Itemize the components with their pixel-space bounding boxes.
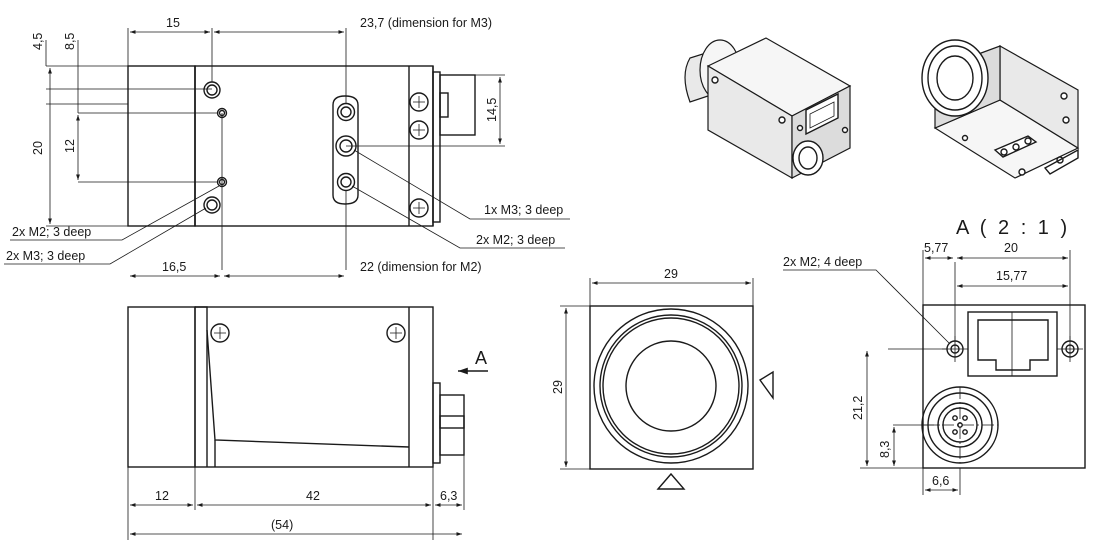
dim-54: (54) xyxy=(271,518,293,532)
callout-2x-m3-left: 2x M3; 3 deep xyxy=(6,249,85,263)
dim-8-3: 8,3 xyxy=(878,441,892,458)
side-view: A 12 42 6,3 (54) xyxy=(127,306,488,540)
top-view: 15 23,7 (dimension for M3) 4,5 8,5 20 12… xyxy=(4,16,570,278)
callout-1x-m3: 1x M3; 3 deep xyxy=(484,203,563,217)
dim-42: 42 xyxy=(306,489,320,503)
dim-8-5: 8,5 xyxy=(63,33,77,50)
dim-22: 22 (dimension for M2) xyxy=(360,260,482,274)
callout-2x-m2-left: 2x M2; 3 deep xyxy=(12,225,91,239)
dim-12-side: 12 xyxy=(155,489,169,503)
callout-2x-m2-right: 2x M2; 3 deep xyxy=(476,233,555,247)
dim-15: 15 xyxy=(166,16,180,30)
dim-6-6: 6,6 xyxy=(932,474,949,488)
dim-5-77: 5,77 xyxy=(924,241,948,255)
dim-20-detail: 20 xyxy=(1004,241,1018,255)
dim-23-7: 23,7 (dimension for M3) xyxy=(360,16,492,30)
dim-6-3: 6,3 xyxy=(440,489,457,503)
isometric-view-rear xyxy=(684,37,852,180)
dim-14-5: 14,5 xyxy=(485,98,499,122)
dim-front-width: 29 xyxy=(664,267,678,281)
dim-12-left: 12 xyxy=(63,139,77,153)
dim-front-height: 29 xyxy=(551,380,565,394)
dim-21-2: 21,2 xyxy=(851,396,865,420)
front-view: 29 29 xyxy=(551,267,774,490)
view-arrow-a: A xyxy=(475,348,487,368)
isometric-view-front xyxy=(921,39,1080,179)
dim-16-5: 16,5 xyxy=(162,260,186,274)
dim-20-left: 20 xyxy=(31,141,45,155)
dim-15-77: 15,77 xyxy=(996,269,1027,283)
dim-4-5: 4,5 xyxy=(31,33,45,50)
callout-2x-m2-detail: 2x M2; 4 deep xyxy=(783,255,862,269)
detail-a-title: A ( 2 : 1 ) xyxy=(956,217,1070,239)
detail-a: A ( 2 : 1 ) 5,77 20 15,77 21,2 8,3 xyxy=(783,217,1086,495)
